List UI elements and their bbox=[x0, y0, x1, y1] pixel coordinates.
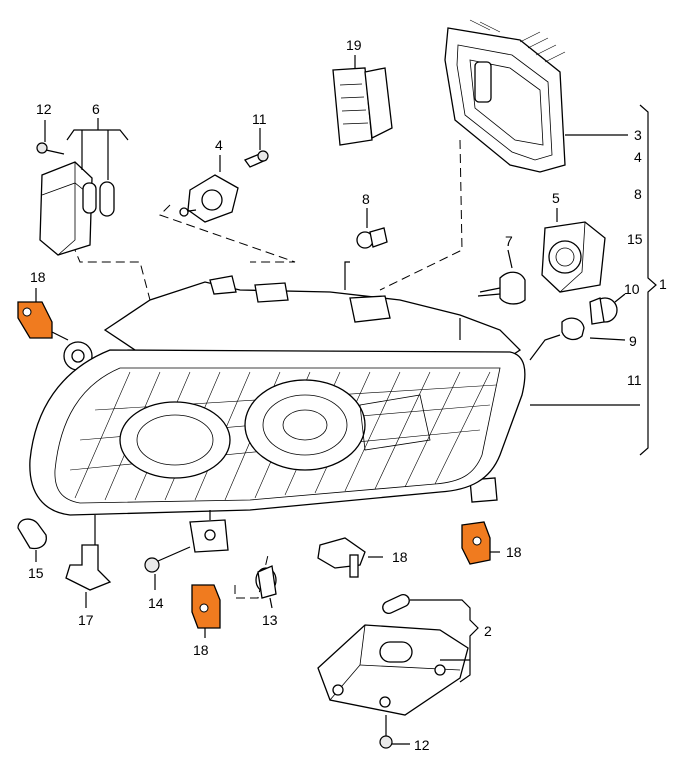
callout-11-right: 11 bbox=[627, 372, 642, 388]
bottom-mounting-tab bbox=[94, 510, 229, 553]
callout-15-right: 15 bbox=[627, 231, 643, 247]
callout-2: 2 bbox=[484, 623, 492, 639]
part-12-screw-bottom bbox=[379, 715, 410, 749]
group-bracket-1 bbox=[530, 104, 657, 456]
part-10-socket bbox=[589, 293, 626, 325]
callout-19: 19 bbox=[346, 37, 362, 53]
callout-18-mid: 18 bbox=[392, 549, 408, 565]
callout-4-right: 4 bbox=[634, 149, 642, 165]
callout-17: 17 bbox=[78, 612, 94, 628]
part-12-screw-top bbox=[36, 120, 65, 155]
part-13-adjuster bbox=[255, 565, 277, 609]
part-18-bracket-topleft bbox=[17, 288, 69, 341]
part-8-bulb bbox=[344, 208, 388, 290]
callout-5: 5 bbox=[552, 190, 560, 206]
callout-9: 9 bbox=[629, 333, 637, 349]
part-19-connector bbox=[332, 55, 393, 146]
callout-14: 14 bbox=[148, 595, 164, 611]
callout-1: 1 bbox=[659, 276, 667, 292]
part-4-adjuster-motor bbox=[179, 155, 239, 223]
part-17-bracket bbox=[65, 544, 112, 608]
part-9-bulb bbox=[529, 317, 626, 361]
callout-8-top: 8 bbox=[362, 191, 370, 207]
callout-6: 6 bbox=[92, 101, 100, 117]
part-18-bracket-right bbox=[461, 521, 500, 565]
callout-12-bottom: 12 bbox=[414, 737, 430, 753]
headlight-housing bbox=[29, 275, 526, 516]
callout-3: 3 bbox=[634, 127, 642, 143]
callout-10: 10 bbox=[624, 281, 640, 297]
callout-15-left: 15 bbox=[28, 565, 44, 581]
callout-7: 7 bbox=[505, 233, 513, 249]
part-5-socket bbox=[541, 208, 606, 293]
part-7-bulb bbox=[477, 249, 526, 305]
callout-4-left: 4 bbox=[215, 137, 223, 153]
part-18-clip-mid bbox=[317, 537, 383, 578]
part-3-rear-cover bbox=[444, 19, 566, 173]
part-15-cap bbox=[17, 518, 47, 562]
part-2-control-unit bbox=[317, 593, 479, 716]
callout-12-top: 12 bbox=[36, 101, 52, 117]
callout-11-top: 11 bbox=[252, 111, 267, 127]
callout-18-topleft: 18 bbox=[30, 269, 46, 285]
part-6-control-unit bbox=[39, 118, 129, 256]
part-14-screw bbox=[144, 546, 191, 590]
callout-8-right: 8 bbox=[634, 186, 642, 202]
callout-18-right: 18 bbox=[506, 544, 522, 560]
part-18-bracket-bottom bbox=[191, 584, 221, 638]
part-11-screw bbox=[243, 128, 269, 168]
callout-13: 13 bbox=[262, 612, 278, 628]
callout-18-bottom: 18 bbox=[193, 642, 209, 658]
callout-labels: 1 3 4 8 15 10 9 11 19 12 6 11 4 8 5 7 18… bbox=[28, 37, 667, 753]
